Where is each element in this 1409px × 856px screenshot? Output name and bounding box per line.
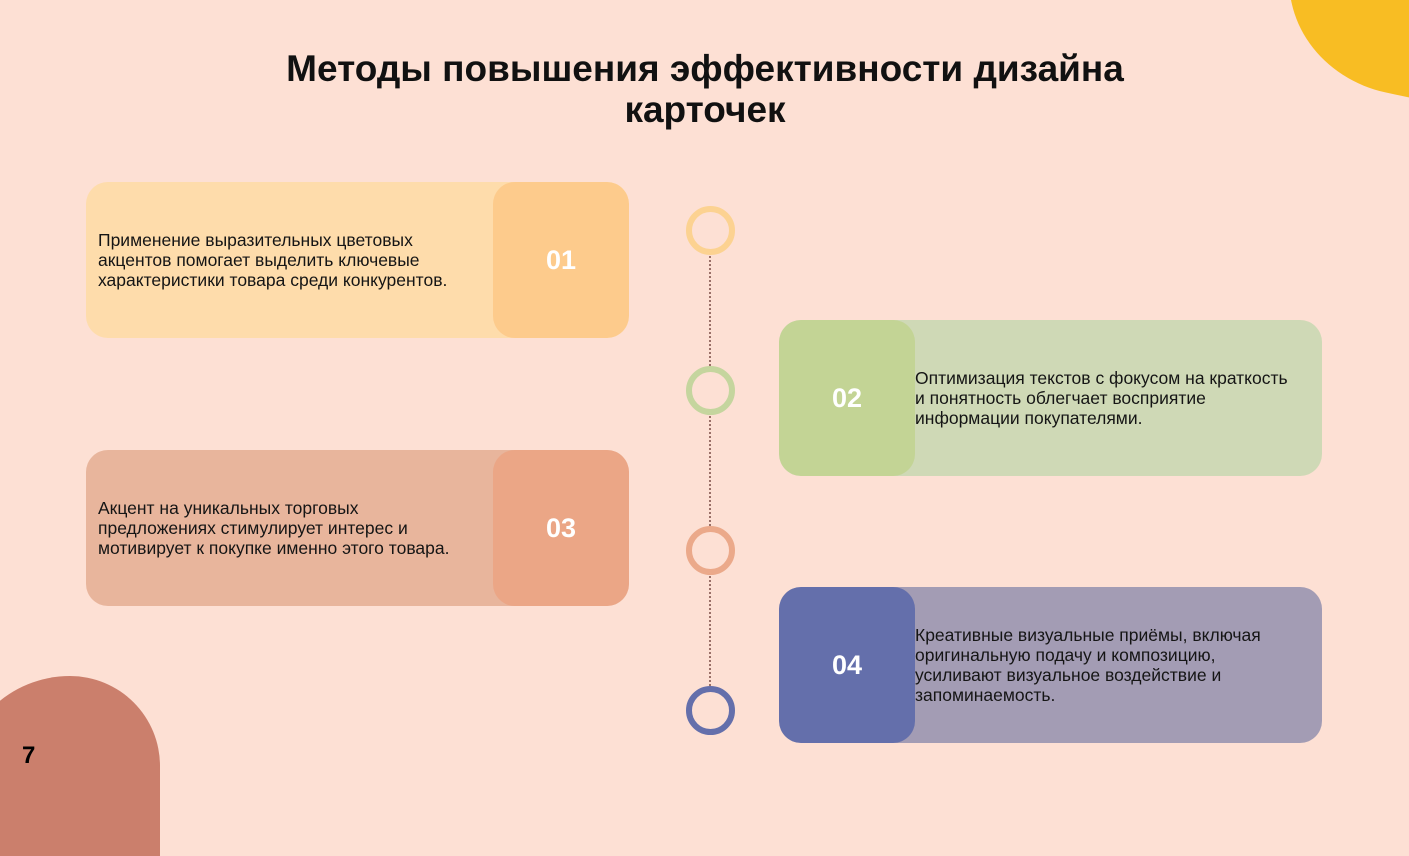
step-card-4: 04 Креативные визуальные приёмы, включая…	[779, 587, 1322, 743]
step-text: Креативные визуальные приёмы, включая ор…	[915, 625, 1261, 705]
step-text: Акцент на уникальных торговых предложени…	[98, 498, 450, 558]
page-number: 7	[22, 742, 36, 769]
timeline-node-2	[686, 366, 735, 415]
step-number: 04	[779, 587, 915, 743]
step-text: Применение выразительных цветовых акцент…	[98, 230, 448, 290]
timeline-node-4	[686, 686, 735, 735]
timeline-node-3	[686, 526, 735, 575]
step-number: 02	[779, 320, 915, 476]
step-number: 03	[493, 450, 629, 606]
timeline-node-1	[686, 206, 735, 255]
step-text: Оптимизация текстов с фокусом на краткос…	[915, 368, 1288, 428]
step-card-1: Применение выразительных цветовых акцент…	[86, 182, 629, 338]
step-card-2: 02 Оптимизация текстов с фокусом на крат…	[779, 320, 1322, 476]
step-number: 01	[493, 182, 629, 338]
step-card-3: Акцент на уникальных торговых предложени…	[86, 450, 629, 606]
page-title: Методы повышения эффективности дизайна к…	[286, 48, 1124, 130]
timeline-line	[709, 252, 711, 690]
decor-blob-top-right	[1268, 0, 1409, 110]
